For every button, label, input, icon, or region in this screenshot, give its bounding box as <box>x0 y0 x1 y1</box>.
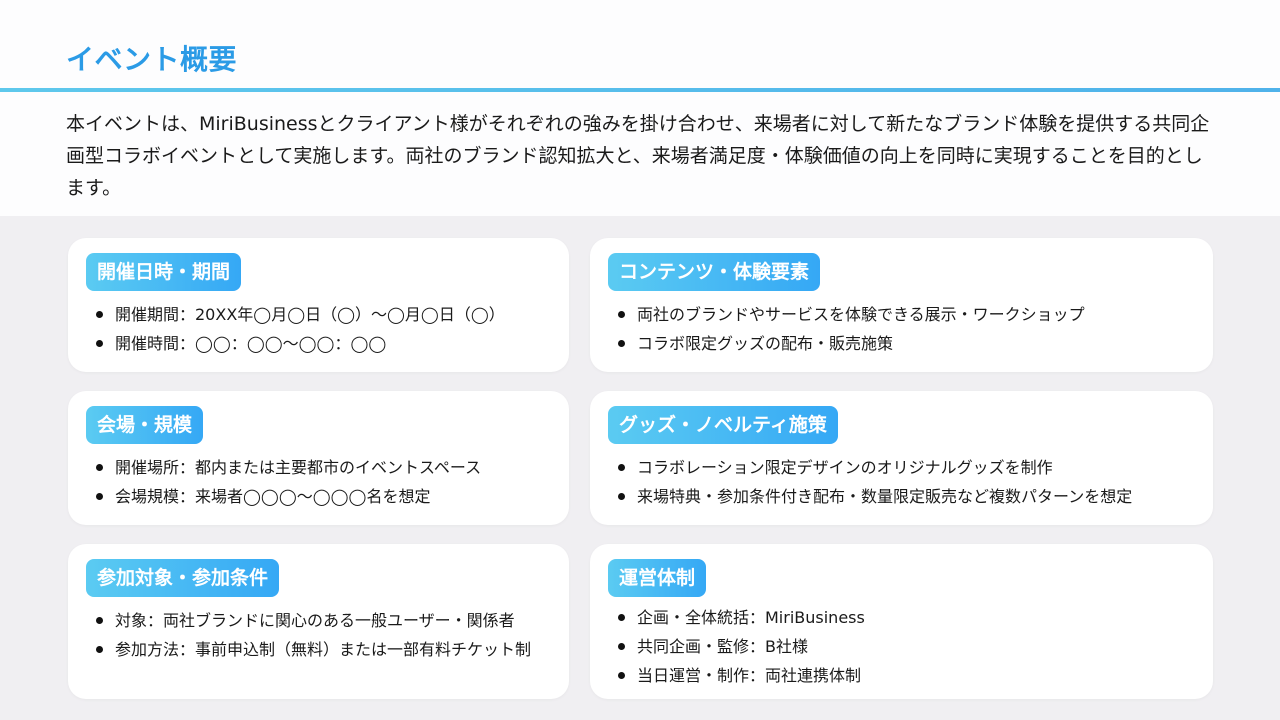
list-item: 参加方法：事前申込制（無料）または一部有料チケット制 <box>96 635 531 664</box>
card-contents: コンテンツ・体験要素 両社のブランドやサービスを体験できる展示・ワークショップ … <box>590 238 1213 372</box>
list-item: 来場特典・参加条件付き配布・数量限定販売など複数パターンを想定 <box>618 482 1132 511</box>
card-schedule: 開催日時・期間 開催期間：20XX年◯月◯日（◯）～◯月◯日（◯） 開催時間：◯… <box>68 238 569 372</box>
card-list: 両社のブランドやサービスを体験できる展示・ワークショップ コラボ限定グッズの配布… <box>618 300 1085 358</box>
card-list: 開催期間：20XX年◯月◯日（◯）～◯月◯日（◯） 開催時間：◯◯：◯◯～◯◯：… <box>96 300 505 358</box>
card-goods: グッズ・ノベルティ施策 コラボレーション限定デザインのオリジナルグッズを制作 来… <box>590 391 1213 525</box>
list-item: 対象：両社ブランドに関心のある一般ユーザー・関係者 <box>96 606 531 635</box>
list-item: 当日運営・制作：両社連携体制 <box>618 661 865 690</box>
card-list: 対象：両社ブランドに関心のある一般ユーザー・関係者 参加方法：事前申込制（無料）… <box>96 606 531 664</box>
card-badge: コンテンツ・体験要素 <box>608 253 821 291</box>
title-divider <box>0 88 1280 92</box>
list-item: 企画・全体統括：MiriBusiness <box>618 603 865 632</box>
card-badge: グッズ・ノベルティ施策 <box>608 406 838 444</box>
card-badge: 会場・規模 <box>86 406 204 444</box>
list-item: 開催時間：◯◯：◯◯～◯◯：◯◯ <box>96 329 505 358</box>
header-section: イベント概要 本イベントは、MiriBusinessとクライアント様がそれぞれの… <box>0 0 1280 216</box>
card-list: 企画・全体統括：MiriBusiness 共同企画・監修：B社様 当日運営・制作… <box>618 603 865 690</box>
list-item: 共同企画・監修：B社様 <box>618 632 865 661</box>
list-item: 開催場所：都内または主要都市のイベントスペース <box>96 453 481 482</box>
list-item: 両社のブランドやサービスを体験できる展示・ワークショップ <box>618 300 1085 329</box>
card-badge: 参加対象・参加条件 <box>86 559 280 597</box>
card-venue: 会場・規模 開催場所：都内または主要都市のイベントスペース 会場規模：来場者◯◯… <box>68 391 569 525</box>
card-participants: 参加対象・参加条件 対象：両社ブランドに関心のある一般ユーザー・関係者 参加方法… <box>68 544 569 699</box>
list-item: コラボレーション限定デザインのオリジナルグッズを制作 <box>618 453 1132 482</box>
list-item: コラボ限定グッズの配布・販売施策 <box>618 329 1085 358</box>
intro-paragraph: 本イベントは、MiriBusinessとクライアント様がそれぞれの強みを掛け合わ… <box>66 113 1210 199</box>
card-badge: 開催日時・期間 <box>86 253 242 291</box>
list-item: 開催期間：20XX年◯月◯日（◯）～◯月◯日（◯） <box>96 300 505 329</box>
page-title: イベント概要 <box>66 43 238 76</box>
card-list: コラボレーション限定デザインのオリジナルグッズを制作 来場特典・参加条件付き配布… <box>618 453 1132 511</box>
card-badge: 運営体制 <box>608 559 707 597</box>
card-operations: 運営体制 企画・全体統括：MiriBusiness 共同企画・監修：B社様 当日… <box>590 544 1213 699</box>
list-item: 会場規模：来場者◯◯◯～◯◯◯名を想定 <box>96 482 481 511</box>
card-list: 開催場所：都内または主要都市のイベントスペース 会場規模：来場者◯◯◯～◯◯◯名… <box>96 453 481 511</box>
